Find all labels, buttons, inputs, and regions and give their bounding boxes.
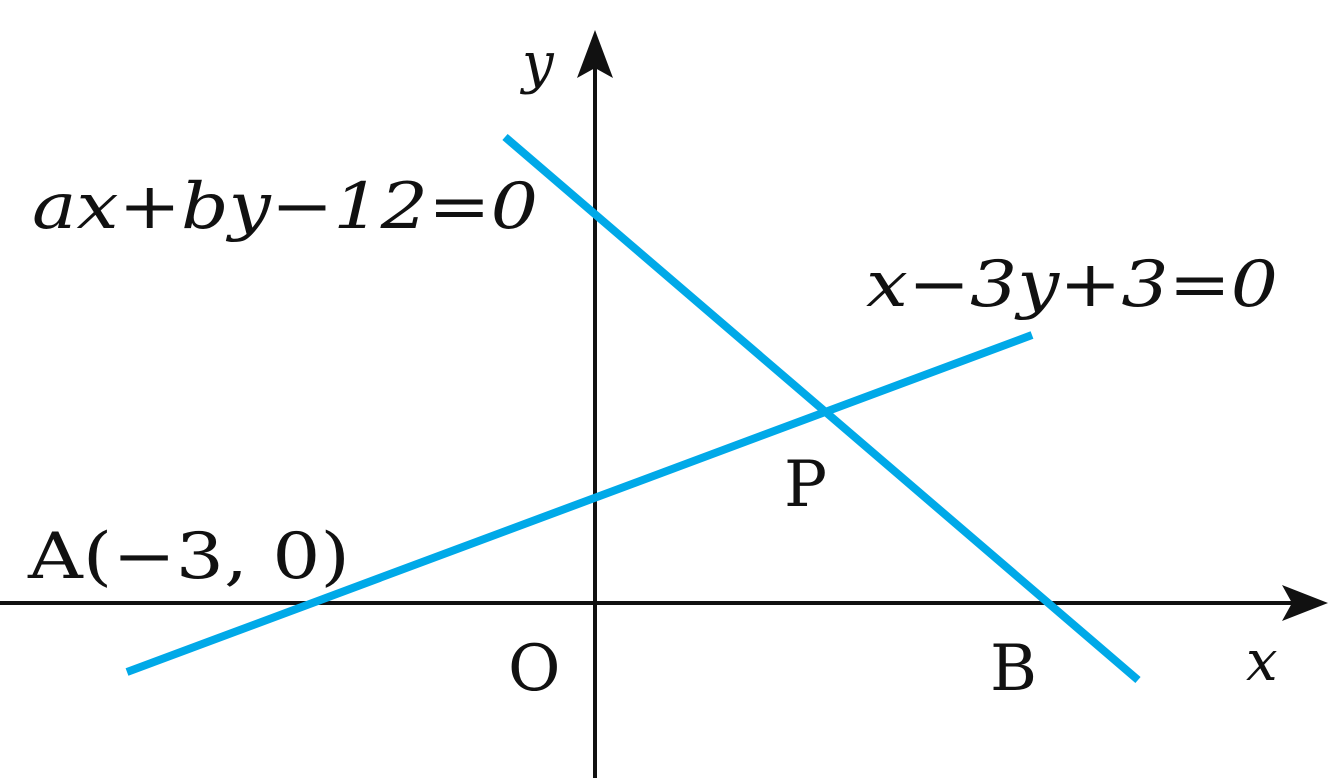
y-axis-label: y <box>519 31 555 96</box>
point-p-label: P <box>784 448 827 522</box>
line-x-3y-3 <box>125 331 1034 676</box>
line2-equation: x−3y+3=0 <box>866 248 1278 322</box>
point-b-label: B <box>990 632 1037 706</box>
origin-label: O <box>508 632 560 706</box>
x-axis-arrow-icon <box>1282 585 1328 621</box>
point-a-label: A(−3, 0) <box>27 520 350 594</box>
line1-equation: ax+by−12=0 <box>32 170 538 244</box>
x-axis-label: x <box>1246 629 1278 694</box>
y-axis-arrow-icon <box>577 30 613 78</box>
line-ax-by-12 <box>502 133 1141 684</box>
